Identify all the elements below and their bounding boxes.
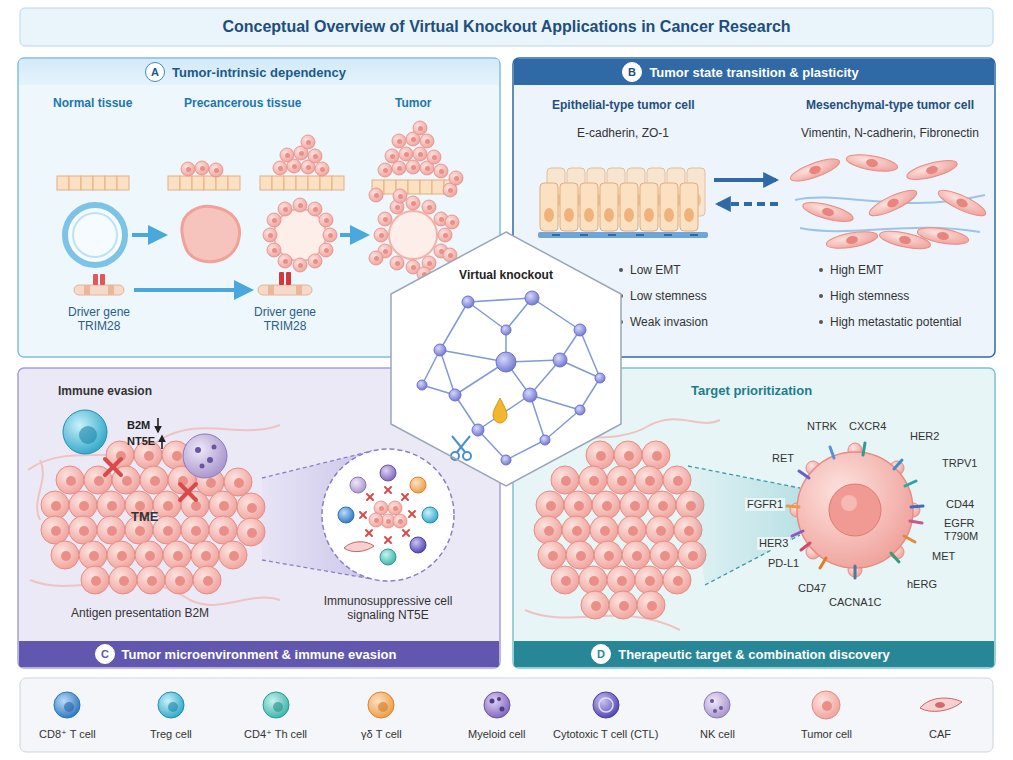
- annotation-label: CD47: [796, 582, 828, 595]
- annotation-label: Driver gene TRIM28: [56, 305, 142, 334]
- legend-label: Treg cell: [150, 728, 192, 740]
- annotation-label: Immunosuppressive cell signaling NT5E: [303, 594, 473, 623]
- legend-label: γδ T cell: [361, 728, 402, 740]
- annotation-label: High metastatic potential: [830, 315, 961, 329]
- annotation-label: FGFR1: [745, 498, 785, 511]
- annotation-label: High stemness: [830, 289, 909, 303]
- panel-badge: C: [95, 644, 115, 664]
- hexagon-label: Virtual knockout: [390, 268, 622, 282]
- annotation-label: TME: [131, 509, 158, 525]
- annotation-label: HER3: [757, 537, 790, 550]
- annotation-label: Weak invasion: [630, 315, 708, 329]
- header-band: Tumor-intrinsic dependency: [19, 59, 499, 85]
- annotation-label: PD-L1: [766, 557, 801, 570]
- annotation-label: B2M: [127, 419, 150, 432]
- header-band: Tumor microenvironment & immune evasion: [19, 641, 499, 667]
- badge-letter: C: [101, 649, 109, 660]
- annotation-label: Low EMT: [630, 263, 681, 277]
- legend-label: NK cell: [700, 728, 735, 740]
- panel: Tumor microenvironment & immune evasion C: [18, 368, 500, 668]
- header-band: Tumor state transition & plasticity: [514, 59, 994, 85]
- annotation-label: E-cadherin, ZO-1: [577, 126, 669, 140]
- annotation-label: Precancerous tissue: [184, 96, 301, 110]
- annotation-label: EGFR T790M: [942, 517, 992, 543]
- hexagon-node: Virtual knockout: [390, 231, 622, 487]
- annotation-label: CACNA1C: [827, 596, 884, 609]
- annotation-label: Mesenchymal-type tumor cell: [806, 98, 974, 112]
- panel-heading: Tumor state transition & plasticity: [649, 65, 858, 80]
- panel-heading: Therapeutic target & combination discove…: [618, 647, 890, 662]
- header-band: Therapeutic target & combination discove…: [514, 641, 994, 667]
- annotation-label: NTRK: [805, 420, 839, 433]
- badge-letter: D: [597, 649, 605, 660]
- annotation-label: High EMT: [830, 263, 883, 277]
- panel-heading: Tumor microenvironment & immune evasion: [122, 647, 397, 662]
- panel-badge: B: [622, 62, 642, 82]
- annotation-label: TRPV1: [940, 457, 979, 470]
- panel-badge: A: [145, 62, 165, 82]
- panel: Therapeutic target & combination discove…: [513, 368, 995, 668]
- annotation-label: Antigen presentation B2M: [71, 606, 209, 620]
- legend-label: CD4⁺ Th cell: [244, 728, 307, 741]
- badge-letter: A: [151, 67, 159, 78]
- annotation-label: NT5E: [127, 435, 155, 448]
- legend-label: Tumor cell: [801, 728, 852, 740]
- annotation-label: Low stemness: [630, 289, 707, 303]
- annotation-label: Normal tissue: [53, 96, 132, 110]
- annotation-label: MET: [930, 550, 957, 563]
- diagram-title: Conceptual Overview of Virtual Knockout …: [20, 8, 993, 46]
- annotation-label: CD44: [944, 498, 976, 511]
- panel-badge: D: [591, 644, 611, 664]
- annotation-label: Immune evasion: [58, 384, 152, 398]
- legend-label: CD8⁺ T cell: [39, 728, 96, 741]
- hexagon-shape: [391, 232, 621, 486]
- legend-label: CAF: [929, 728, 951, 740]
- annotation-label: CXCR4: [847, 420, 888, 433]
- annotation-label: HER2: [908, 430, 941, 443]
- annotation-label: hERG: [905, 578, 939, 591]
- annotation-label: Epithelial-type tumor cell: [552, 98, 695, 112]
- legend-label: Myeloid cell: [468, 728, 525, 740]
- annotation-label: RET: [770, 452, 796, 465]
- panel-heading: Tumor-intrinsic dependency: [172, 65, 346, 80]
- legend-label: Cytotoxic T cell (CTL): [553, 728, 658, 740]
- annotation-label: Target prioritization: [691, 383, 812, 399]
- annotation-label: Vimentin, N-cadherin, Fibronectin: [801, 126, 979, 140]
- annotation-label: Tumor: [395, 96, 431, 110]
- annotation-label: Driver gene TRIM28: [242, 305, 328, 334]
- badge-letter: B: [628, 67, 636, 78]
